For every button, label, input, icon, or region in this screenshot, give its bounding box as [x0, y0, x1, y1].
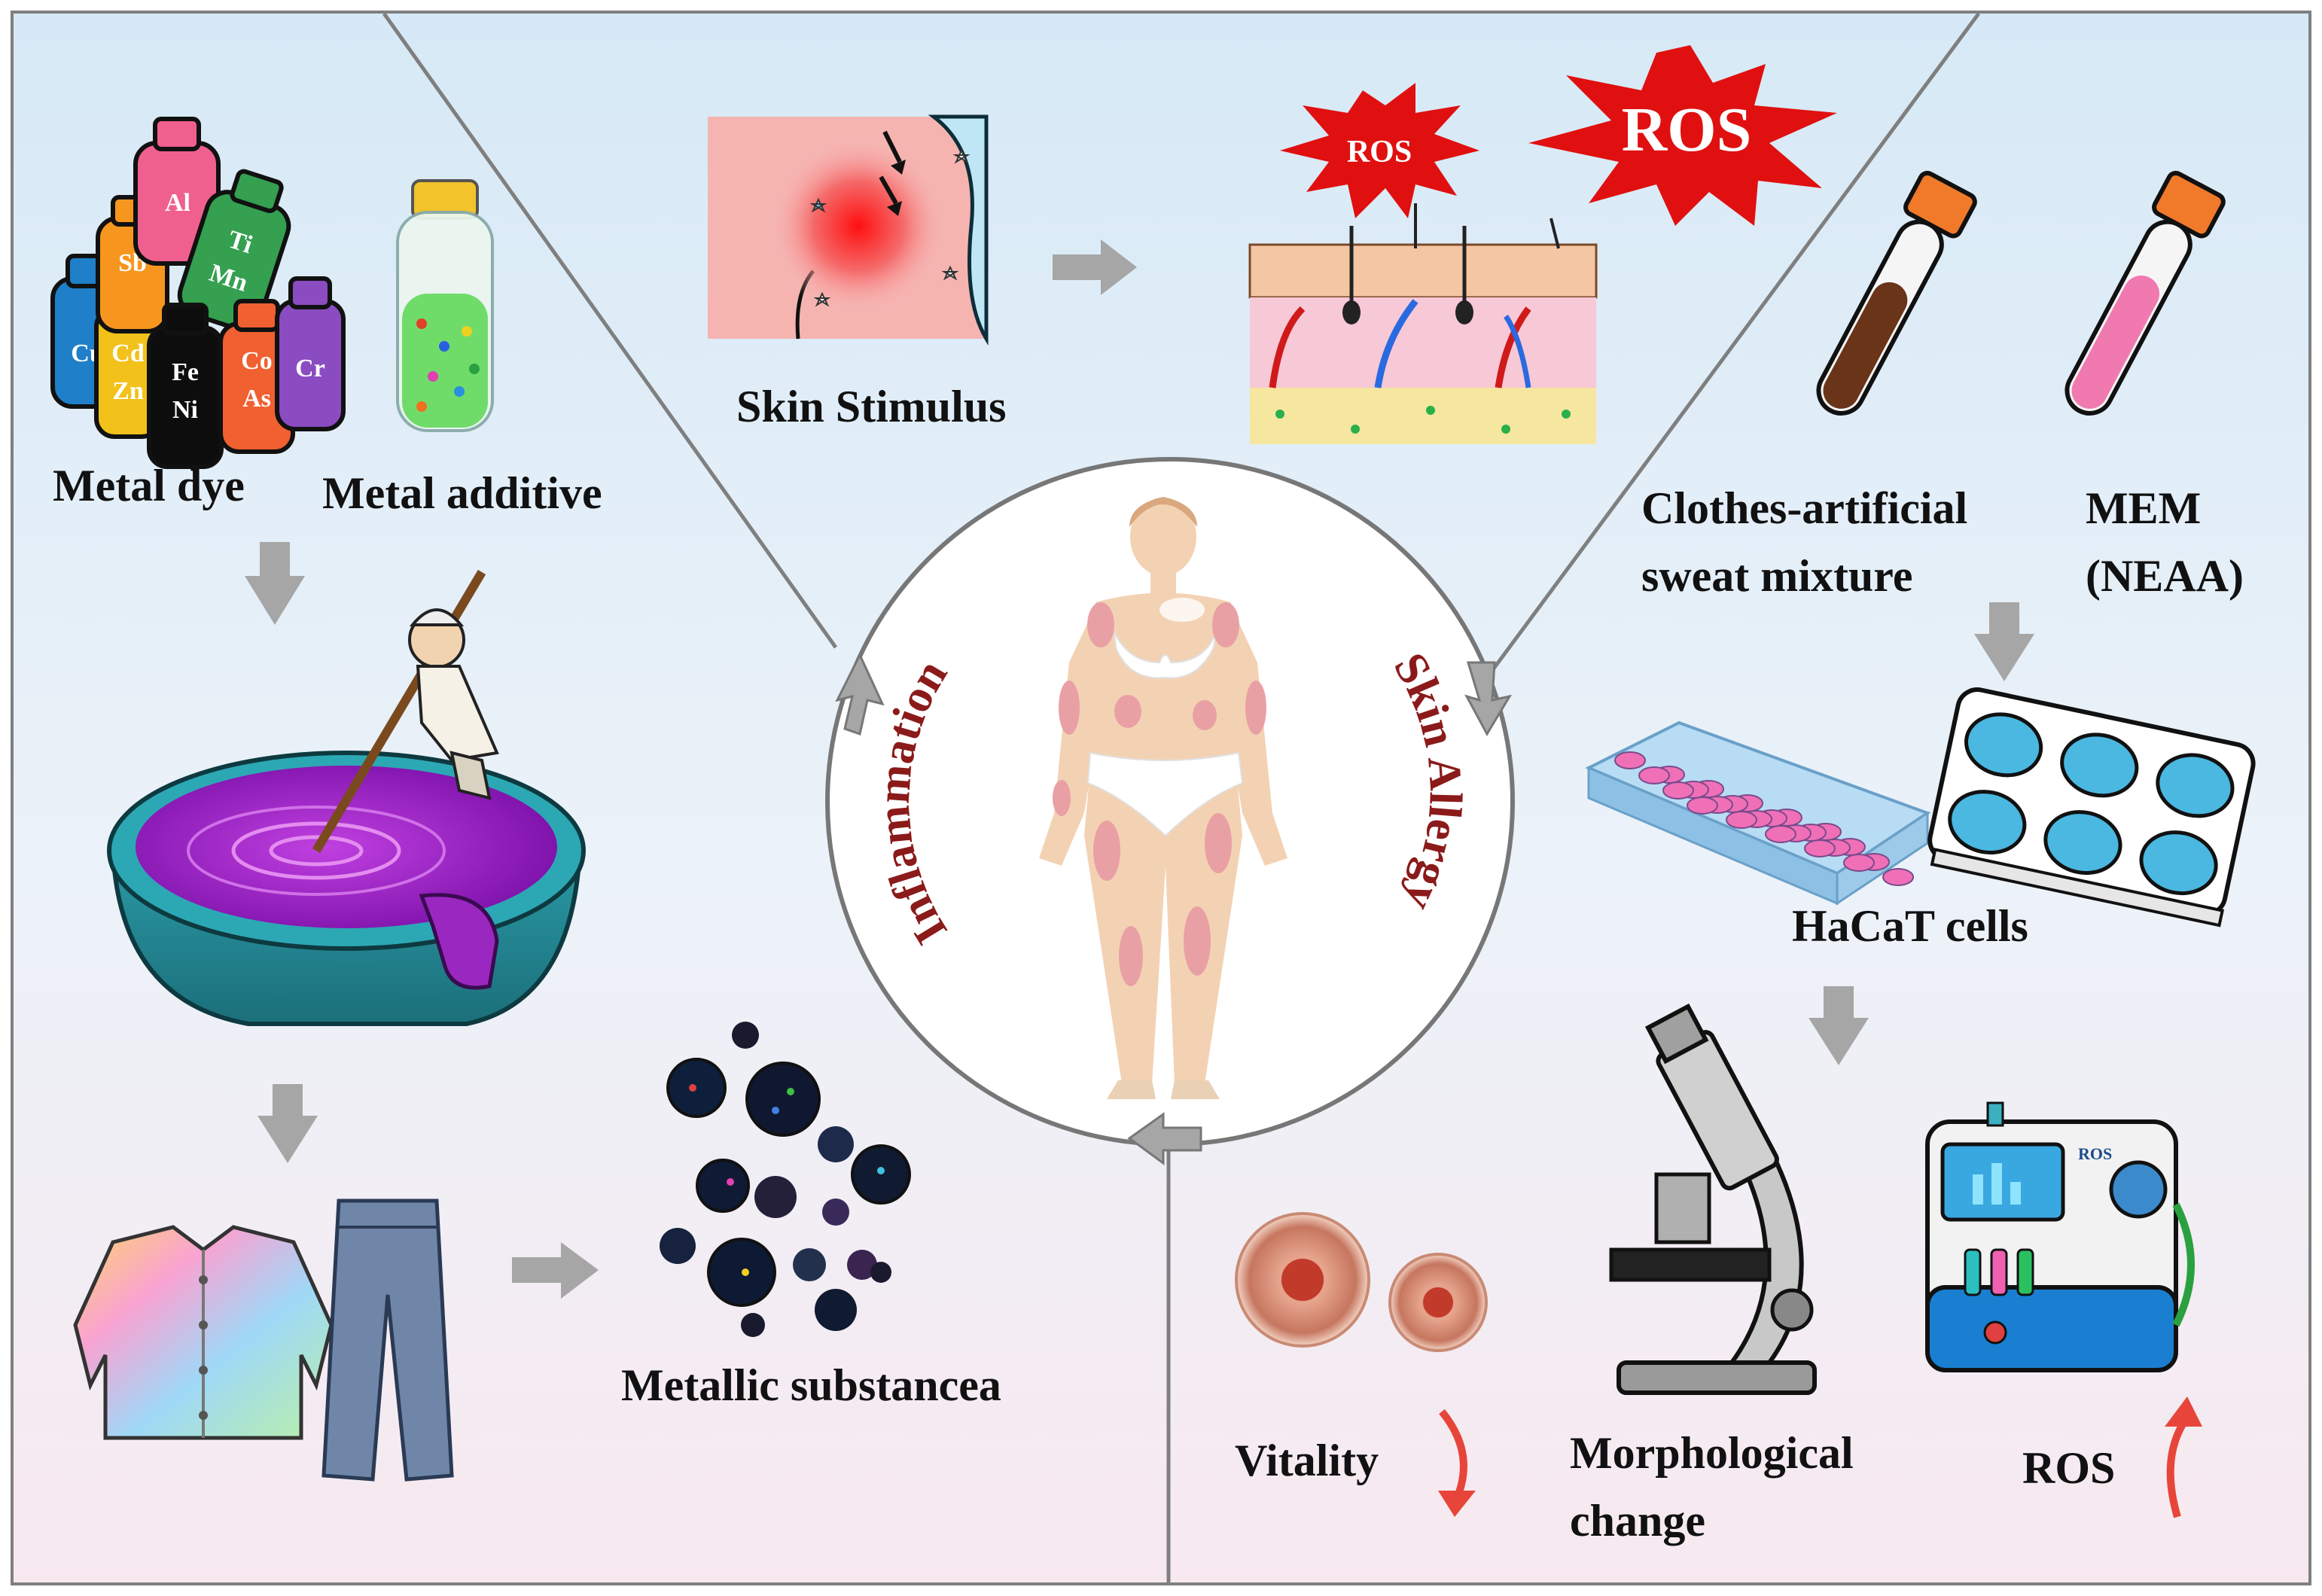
right-arrow-down-1 — [1974, 602, 2034, 681]
label-metal-additive: Metal additive — [322, 468, 602, 518]
label-ros-bottom: ROS — [2022, 1443, 2115, 1493]
section-dividers — [382, 12, 1981, 1582]
ros-small-label: ROS — [1347, 135, 1412, 169]
metal-label-fe: Fe — [172, 358, 199, 386]
circle-arrow-right — [1464, 661, 1513, 737]
arrow-to-skin-layer — [1053, 239, 1137, 295]
skin-cross-section — [1248, 203, 1598, 444]
well-24 — [1662, 781, 1694, 800]
label-neaa: (NEAA) — [2086, 551, 2244, 601]
left-arrow-down-1 — [245, 542, 305, 625]
circle-arrow-left — [835, 652, 885, 736]
label-metal-dye: Metal dye — [53, 461, 245, 510]
well-24 — [1726, 811, 1757, 829]
tube-brown — [1816, 170, 1977, 416]
ros-big-label: ROS — [1622, 95, 1752, 165]
human-figure — [1039, 497, 1287, 1099]
right-arrow-down-2 — [1809, 986, 1869, 1065]
label-hacat-cells: HaCaT cells — [1792, 901, 2028, 951]
label-metallic-substancea: Metallic substancea — [621, 1360, 1001, 1410]
well-24 — [1804, 839, 1836, 857]
arrow-to-metallic — [512, 1242, 599, 1299]
metal-label-cr: Cr — [295, 355, 325, 382]
label-change: change — [1570, 1496, 1705, 1546]
label-vitality: Vitality — [1235, 1436, 1379, 1485]
metal-dye-bottles: Cu Cd Zn Sb Al Ti Mn — [50, 117, 346, 469]
metal-label-al: Al — [165, 189, 190, 217]
colorful-shirt — [73, 1225, 334, 1440]
well-24 — [1843, 854, 1875, 872]
metal-label-cd: Cd — [111, 340, 145, 367]
label-morphological: Morphological — [1570, 1428, 1854, 1478]
well-24 — [1687, 796, 1718, 815]
cell-small — [1388, 1253, 1488, 1352]
ros-up-arrow — [2165, 1396, 2202, 1518]
label-clothes-line1: Clothes-artificial — [1641, 483, 1967, 533]
left-arrow-down-2 — [257, 1084, 318, 1163]
label-clothes-line2: sweat mixture — [1641, 551, 1912, 601]
label-mem: MEM — [2086, 483, 2201, 533]
circle-arrow-bottom — [1127, 1112, 1202, 1165]
vitality-down-arrow — [1438, 1409, 1476, 1517]
metal-label-ni: Ni — [172, 396, 198, 424]
microscope — [1609, 1003, 1817, 1395]
worker-figure — [408, 608, 499, 800]
well-plate-6 — [1927, 687, 2256, 927]
device-brand-label: ROS — [2078, 1144, 2112, 1163]
metal-additive-jar — [396, 179, 494, 432]
label-skin-stimulus: Skin Stimulus — [736, 382, 1007, 431]
cell-large — [1235, 1212, 1370, 1348]
well-24 — [1882, 868, 1914, 886]
ros-star-big: ROS — [1528, 45, 1837, 226]
metal-label-zn: Zn — [112, 377, 144, 405]
metal-label-co: Co — [241, 347, 273, 375]
ros-star-small: ROS — [1280, 83, 1479, 218]
well-24 — [1614, 751, 1646, 769]
ros-detection-device: ROS — [1925, 1101, 2195, 1372]
metal-label-as: As — [242, 385, 271, 413]
dyeing-pot — [107, 569, 586, 1026]
well-plate-24-wells — [1614, 751, 1914, 886]
skin-stimulus-image — [708, 114, 989, 346]
tube-pink — [2065, 170, 2226, 416]
well-24 — [1638, 766, 1670, 784]
well-24 — [1765, 825, 1796, 843]
jeans — [321, 1199, 454, 1482]
metallic-particles — [660, 1022, 911, 1337]
